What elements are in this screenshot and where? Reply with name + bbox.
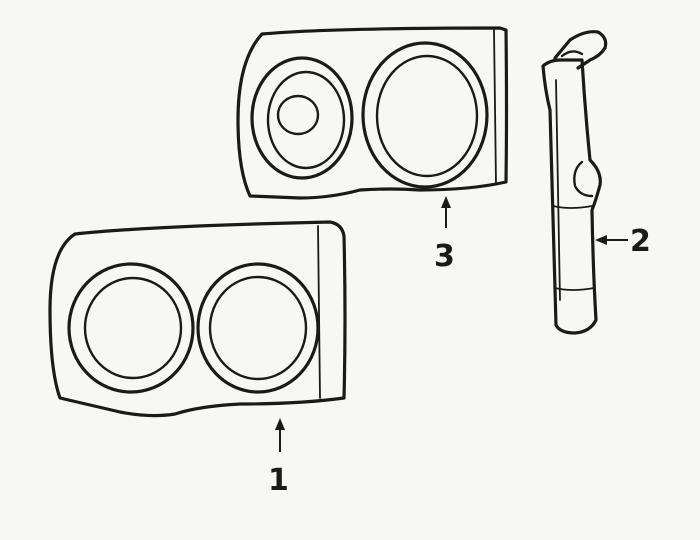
callout-3-arrowhead <box>441 196 451 208</box>
marker-2-body <box>541 58 602 335</box>
bezel-1-right-ring-inner <box>208 275 308 381</box>
marker-2-inner-edge <box>555 79 561 301</box>
marker-2-cap-seam <box>560 50 584 58</box>
callout-2-arrowhead <box>595 235 607 245</box>
bezel-1-right-ring-outer <box>196 262 320 394</box>
callout-3-number: 3 <box>434 239 455 274</box>
callout-2-number: 2 <box>630 224 651 259</box>
callout-1-arrowhead <box>275 418 285 430</box>
bezel-1-left-ring-inner <box>83 276 183 380</box>
bezel-1-left-ring-outer <box>67 262 195 394</box>
marker-2-bulge <box>573 160 594 198</box>
bezel-1-outline <box>48 220 347 418</box>
callout-3: 3 <box>434 196 455 274</box>
bezel-3-side-edge <box>493 29 497 185</box>
part-3-headlamp-bezel <box>236 26 509 200</box>
bezel-3-left-ring-outer <box>250 56 354 180</box>
bezel-3-right-ring-outer <box>361 41 489 189</box>
marker-2-top-cap <box>553 30 608 70</box>
part-2-side-marker <box>541 30 608 335</box>
callout-1: 1 <box>268 418 289 498</box>
bezel-3-left-ring-inner <box>266 70 346 170</box>
callout-1-number: 1 <box>268 463 289 498</box>
bezel-3-right-ring-inner <box>375 54 479 178</box>
part-1-headlamp-bezel <box>48 220 347 418</box>
marker-2-band-lower <box>554 287 595 291</box>
bezel-3-small-lamp <box>276 94 320 136</box>
callout-2: 2 <box>595 224 651 259</box>
bezel-1-side-edge <box>317 225 321 399</box>
bezel-3-outline <box>236 26 509 200</box>
marker-2-band-upper <box>552 205 593 209</box>
